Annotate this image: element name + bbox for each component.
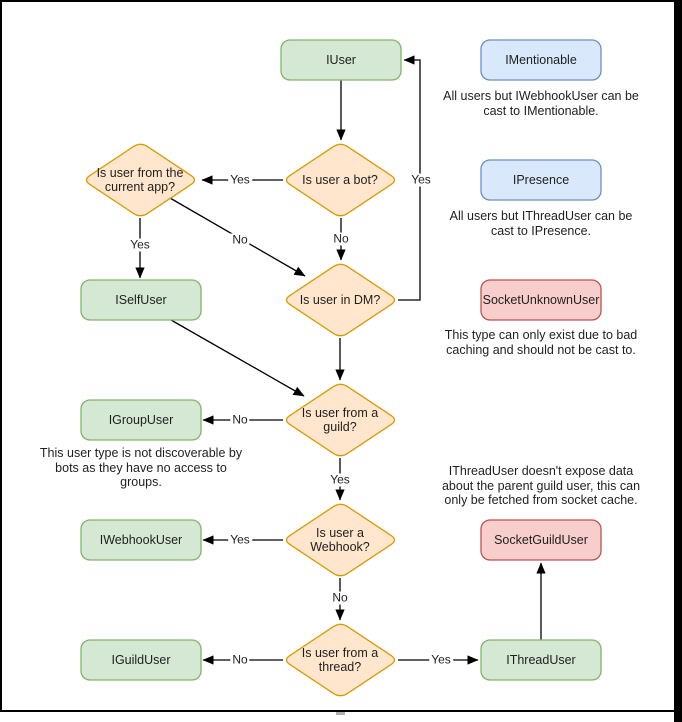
from-thread-label: Is user from a thread? bbox=[301, 645, 379, 675]
ipresence-label: IPresence bbox=[512, 172, 570, 187]
page-divider-tick bbox=[336, 712, 345, 715]
socketunknownuser-box bbox=[480, 279, 602, 321]
iwebhookuser-box bbox=[80, 519, 202, 561]
ithreaduser-label: IThreadUser bbox=[506, 652, 576, 667]
edge-label-fromthread-yes: Yes bbox=[429, 652, 453, 667]
igroupuser-box bbox=[80, 399, 202, 441]
edge-label-currentapp-no: No bbox=[230, 232, 250, 247]
socketunknownuser-label: SocketUnknownUser bbox=[482, 292, 600, 307]
imentionable-label: IMentionable bbox=[505, 52, 577, 67]
edge-label-iswebhook-yes: Yes bbox=[228, 532, 252, 547]
iselfuser-box bbox=[80, 279, 202, 321]
igroupuser-label: IGroupUser bbox=[108, 412, 174, 427]
note-ipresence: All users but IThreadUser can be cast to… bbox=[449, 209, 633, 238]
edge-label-iswebhook-no: No bbox=[330, 590, 350, 605]
socketguilduser-label: SocketGuildUser bbox=[494, 532, 588, 547]
window-right-edge bbox=[674, 0, 682, 722]
edge-iselfuser-to-fromguild bbox=[170, 319, 305, 397]
imentionable-box bbox=[480, 39, 602, 81]
iuser-box bbox=[280, 39, 402, 81]
note-socketguilduser: IThreadUser doesn't expose data about th… bbox=[441, 464, 641, 507]
note-socketunknownuser: This type can only exist due to bad cach… bbox=[444, 328, 638, 357]
in-dm-label: Is user in DM? bbox=[299, 292, 381, 307]
iguilduser-label: IGuildUser bbox=[111, 652, 171, 667]
from-guild-label: Is user from a guild? bbox=[301, 405, 379, 435]
is-webhook-label: Is user a Webhook? bbox=[310, 525, 370, 555]
edge-label-fromguild-no: No bbox=[230, 412, 250, 427]
iselfuser-label: ISelfUser bbox=[115, 292, 167, 307]
note-imentionable: All users but IWebhookUser can be cast t… bbox=[443, 89, 639, 118]
is-bot-label: Is user a bot? bbox=[302, 172, 378, 187]
from-current-app-label: Is user from the current app? bbox=[96, 165, 184, 195]
iwebhookuser-label: IWebhookUser bbox=[99, 532, 183, 547]
edge-label-isbot-yes: Yes bbox=[228, 172, 252, 187]
edge-label-currentapp-yes: Yes bbox=[128, 237, 152, 252]
iuser-label: IUser bbox=[326, 52, 356, 67]
ithreaduser-box bbox=[480, 639, 602, 681]
ipresence-box bbox=[480, 159, 602, 201]
edge-label-indm-yes: Yes bbox=[409, 172, 433, 187]
socketguilduser-box bbox=[480, 519, 602, 561]
note-igroupuser: This user type is not discoverable by bo… bbox=[39, 446, 243, 489]
edge-label-fromguild-yes: Yes bbox=[328, 472, 352, 487]
edge-label-isbot-no: No bbox=[331, 231, 351, 246]
iguilduser-box bbox=[80, 639, 202, 681]
edge-label-fromthread-no: No bbox=[230, 652, 250, 667]
